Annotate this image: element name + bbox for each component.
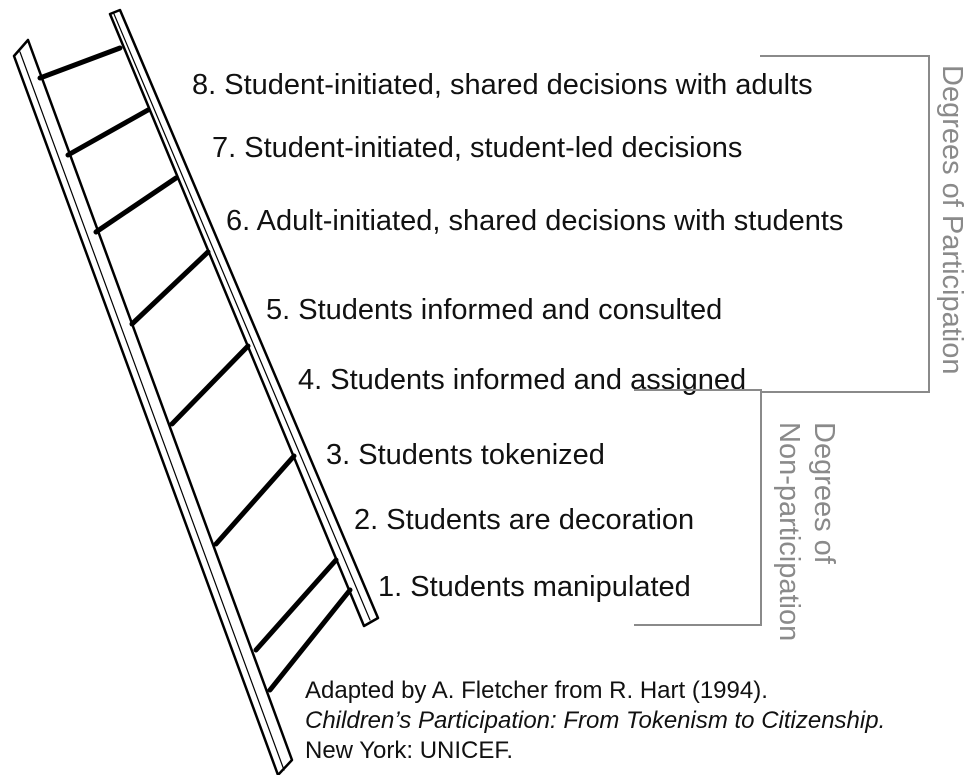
ladder-rungs — [37, 45, 353, 693]
non-participation-bracket — [634, 389, 762, 626]
citation-line-2: Children’s Participation: From Tokenism … — [305, 707, 886, 734]
citation: Adapted by A. Fletcher from R. Hart (199… — [305, 676, 885, 766]
rung-label-2: 2. Students are decoration — [354, 504, 695, 536]
citation-line-3: New York: UNICEF. — [305, 737, 514, 764]
rung-label-6: 6. Adult-initiated, shared decisions wit… — [226, 205, 844, 237]
participation-bracket — [760, 55, 930, 393]
non-participation-group-label-line2: Non-participation — [773, 422, 805, 642]
rung-label-1: 1. Students manipulated — [378, 571, 691, 603]
non-participation-group-label-line1: Degrees of — [808, 422, 840, 564]
participation-group-label: Degrees of Participation — [936, 65, 968, 375]
rung-label-3: 3. Students tokenized — [326, 439, 605, 471]
rung-label-7: 7. Student-initiated, student-led decisi… — [212, 132, 743, 164]
citation-line-1: Adapted by A. Fletcher from R. Hart (199… — [305, 677, 768, 704]
rung-label-8: 8. Student-initiated, shared decisions w… — [192, 69, 813, 101]
rung-label-5: 5. Students informed and consulted — [266, 294, 723, 326]
